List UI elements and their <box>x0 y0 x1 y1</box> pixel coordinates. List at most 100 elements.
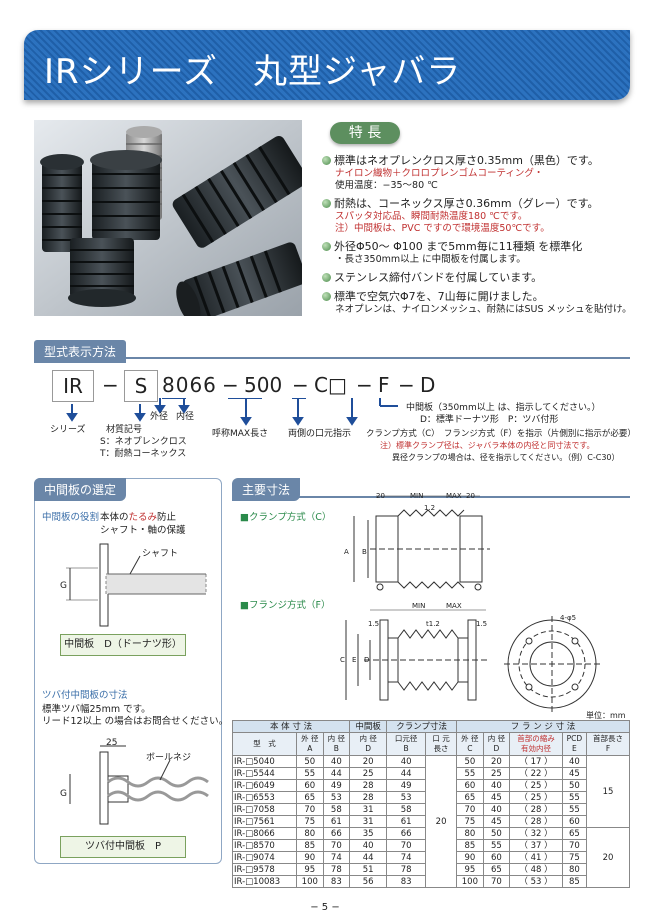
feature-main: 耐熱は、コーネックス厚さ0.36mm（グレー）です。 <box>334 197 599 210</box>
code-material: S <box>134 374 148 398</box>
table-cell: 25 <box>482 767 511 780</box>
flange-c: C <box>340 656 345 664</box>
table-cell: 50 <box>456 755 484 768</box>
table-cell: 40 <box>349 839 388 852</box>
flange-15b: 1.5 <box>476 620 488 628</box>
code-dash: − <box>292 373 309 397</box>
midplate-role-title: 中間板の役割 <box>42 512 100 523</box>
table-cell: （ 17 ） <box>509 755 563 768</box>
table-cell: 61 <box>322 815 351 828</box>
table-cell: 45 <box>482 815 511 828</box>
midplate-caption-p-box: ツバ付中間板 P <box>60 836 186 858</box>
table-cell: IR-□5544 <box>231 767 298 780</box>
dims-flange-type: ■フランジ方式（F） <box>240 600 331 611</box>
table-cell: 40 <box>482 779 511 792</box>
model-mid-d: D：標準ドーナツ形 P：ツバ付形 <box>420 415 559 425</box>
midplate-flange-text1: 標準ツバ幅25mm です。 <box>42 704 151 715</box>
table-cell: 80 <box>296 827 324 840</box>
table-header: 型 式 <box>231 732 298 756</box>
feature-main: 外径Φ50〜 Φ100 まで5mm毎に11種類 を標準化 <box>334 240 583 253</box>
model-material-s: S：ネオプレンクロス <box>100 437 187 447</box>
table-cell-mouth: 20 <box>425 755 458 888</box>
table-cell: 31 <box>349 803 388 816</box>
model-clamp-note1: 注）標準クランプ径は、ジャバラ本体の内径と同寸法です。 <box>380 441 595 450</box>
code-dash: − <box>356 373 373 397</box>
feature-item: 耐熱は、コーネックス厚さ0.36mm（グレー）です。スパッタ対応品、瞬間耐熱温度… <box>322 197 632 235</box>
table-cell: 55 <box>561 791 587 804</box>
table-header: 口 元長さ <box>425 732 458 756</box>
table-cell: 44 <box>322 767 351 780</box>
table-cell: 44 <box>386 767 427 780</box>
title-banner: IRシリーズ 丸型ジャバラ <box>24 30 630 100</box>
midplate-role-text2: シャフト・軸の保護 <box>100 525 186 536</box>
table-cell: 51 <box>349 863 388 876</box>
table-cell: 70 <box>322 839 351 852</box>
midplate-role-text1: 本体のたるみ防止 <box>100 512 177 523</box>
table-cell: 44 <box>349 851 388 864</box>
code-mouth: C□ <box>314 373 347 397</box>
table-cell: （ 37 ） <box>509 839 563 852</box>
table-cell: （ 28 ） <box>509 815 563 828</box>
table-group: クランプ寸法 <box>386 720 458 733</box>
midplate-panel <box>34 478 222 864</box>
table-cell: 55 <box>482 839 511 852</box>
table-cell: IR-□6049 <box>231 779 298 792</box>
table-cell: （ 25 ） <box>509 779 563 792</box>
midplate-g2: G <box>60 789 67 799</box>
table-cell: 53 <box>322 791 351 804</box>
dims-clamp-type: ■クランプ方式（C） <box>240 512 332 523</box>
table-cell: （ 22 ） <box>509 767 563 780</box>
feature-item: 外径Φ50〜 Φ100 まで5mm毎に11種類 を標準化・長さ350mm以上 に… <box>322 240 632 266</box>
feature-item: ステンレス締付バンドを付属しています。 <box>322 271 632 285</box>
table-group: フ ラ ン ジ 寸 法 <box>456 720 630 733</box>
table-cell: 28 <box>349 791 388 804</box>
clamp-diagram <box>353 495 490 591</box>
flange-t12: t1.2 <box>426 620 440 628</box>
dims-d20a: 20 <box>376 492 385 500</box>
midplate-label: 中間板の選定 <box>34 478 127 501</box>
feature-main: 標準で空気穴Φ7を、7山毎に開けました。 <box>334 290 544 303</box>
dims-label: 主要寸法 <box>232 478 301 501</box>
model-outer-text: 外径 <box>150 412 169 422</box>
table-cell: 50 <box>561 779 587 792</box>
page-title: IRシリーズ 丸型ジャバラ <box>44 52 462 92</box>
table-cell: 65 <box>296 791 324 804</box>
flange-e: E <box>352 656 357 664</box>
table-cell: 50 <box>296 755 324 768</box>
table-cell: IR-□7058 <box>231 803 298 816</box>
table-cell: （ 41 ） <box>509 851 563 864</box>
table-cell: 75 <box>456 815 484 828</box>
table-group: 中間板 <box>349 720 388 733</box>
dims-min: MIN <box>410 492 424 500</box>
table-cell: 40 <box>561 755 587 768</box>
code-mid: D <box>420 373 436 397</box>
dims-unit: 単位：mm <box>586 711 626 720</box>
page-number: − 5 − <box>310 902 340 913</box>
feature-item: 標準はネオプレンクロス厚さ0.35mm（黒色）です。ナイロン織物＋クロロプレンゴ… <box>322 154 632 192</box>
table-cell: 40 <box>322 755 351 768</box>
table-cell: 60 <box>561 815 587 828</box>
bullet-icon <box>322 292 331 301</box>
midplate-d-diagram <box>66 543 207 627</box>
bullet-icon <box>322 199 331 208</box>
model-length-text: 呼称MAX長さ <box>212 429 269 439</box>
model-material-t: T：耐熱コーネックス <box>100 449 187 459</box>
code-series: IR <box>63 374 83 398</box>
table-cell: （ 32 ） <box>509 827 563 840</box>
dims-b: B <box>362 548 367 556</box>
midplate-caption-d-box: 中間板 D（ドーナツ形） <box>60 634 186 656</box>
feature-main: 標準はネオプレンクロス厚さ0.35mm（黒色）です。 <box>334 154 599 167</box>
feature-main: ステンレス締付バンドを付属しています。 <box>334 271 543 284</box>
feature-sub: ・長さ350mm以上 に中間板を付属します。 <box>335 254 526 265</box>
table-cell: （ 48 ） <box>509 863 563 876</box>
table-cell-neck: 20 <box>585 827 631 888</box>
